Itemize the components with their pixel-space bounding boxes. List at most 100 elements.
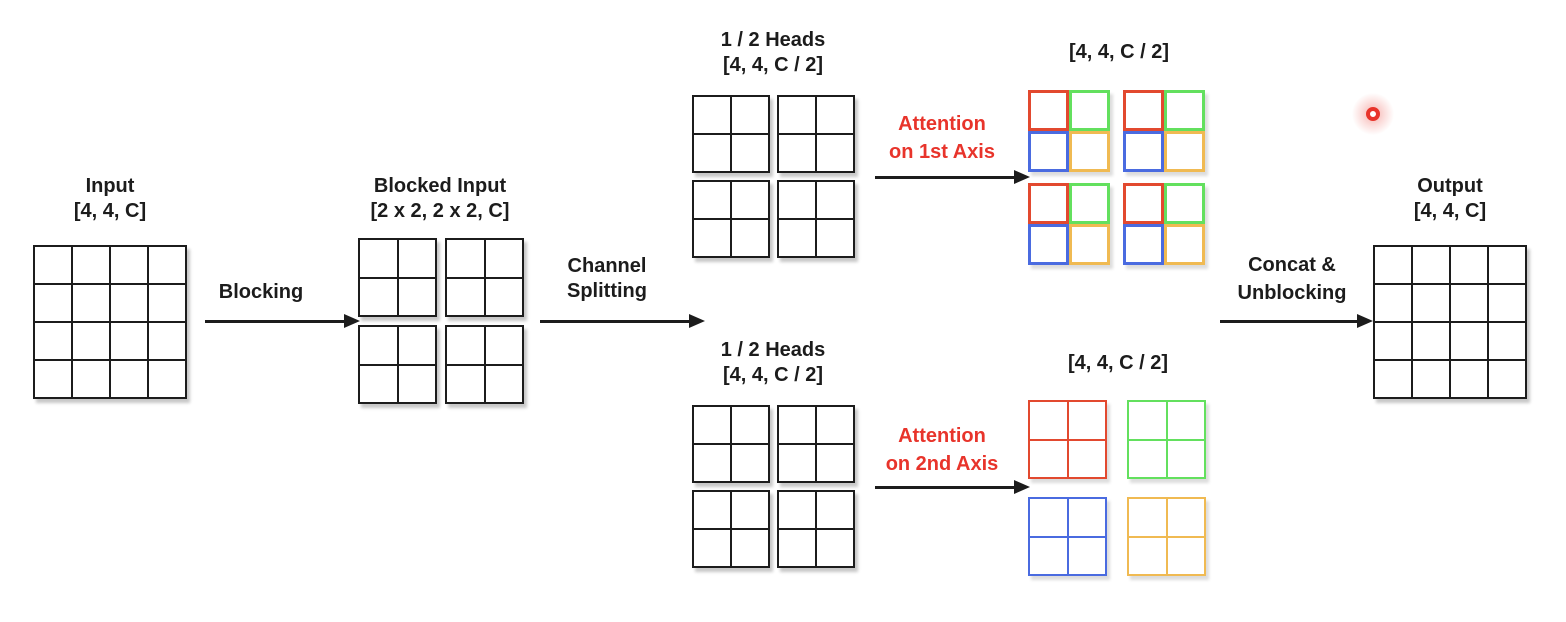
grid-cell <box>1029 439 1068 478</box>
input-grid <box>33 245 187 399</box>
grid-cell <box>1128 536 1167 575</box>
grid-cell <box>816 406 854 444</box>
result-top-grids <box>1028 90 1205 265</box>
heads-bottom-grids <box>692 405 855 568</box>
concat-unblocking-arrow <box>1220 314 1373 328</box>
attention-cell <box>1164 90 1205 131</box>
heads-top-grids <box>692 95 855 258</box>
grid-cell <box>1128 401 1167 440</box>
grid-cell <box>1067 401 1106 440</box>
input-grid-cell <box>110 360 148 398</box>
blocked-input-shape: [2 x 2, 2 x 2, C] <box>370 200 510 222</box>
laser-pointer-dot-icon <box>1366 107 1380 121</box>
grid-cell <box>397 277 436 316</box>
output-grid-cell <box>1488 284 1526 322</box>
result-bottom-shape: [4, 4, C / 2] <box>1037 351 1199 376</box>
result-bottom-block-orange <box>1127 497 1206 576</box>
grid-cell <box>778 529 816 567</box>
attention-cell <box>1123 183 1164 224</box>
attention-cell <box>1123 90 1164 131</box>
attention-cell <box>1164 224 1205 265</box>
grid-cell <box>1166 536 1205 575</box>
grid-cell <box>693 181 731 219</box>
grid-cell <box>693 491 731 529</box>
input-grid-cell <box>34 360 72 398</box>
result-top-block <box>1123 90 1205 172</box>
grid-cell <box>1067 498 1106 537</box>
attention-cell <box>1069 90 1110 131</box>
grid-cell <box>816 181 854 219</box>
input-grid-cell <box>148 360 186 398</box>
grid-cell <box>816 134 854 172</box>
output-grid-cell <box>1488 322 1526 360</box>
concat-unblocking-label: Concat & Unblocking <box>1237 254 1347 304</box>
input-grid-cell <box>72 360 110 398</box>
grid-cell <box>1067 536 1106 575</box>
grid-cell <box>484 364 523 403</box>
heads-top-block <box>692 180 770 258</box>
attention-cell <box>1123 224 1164 265</box>
result-bottom-grids <box>1028 400 1206 576</box>
result-bottom-shape-post: , C / 2] <box>1108 352 1169 374</box>
grid-cell <box>484 239 523 278</box>
attention-2nd-axis-arrow <box>875 480 1030 494</box>
heads-top-block <box>777 95 855 173</box>
grid-cell <box>693 134 731 172</box>
grid-cell <box>359 326 398 365</box>
grid-cell <box>693 219 731 257</box>
output-grid-cell <box>1488 360 1526 398</box>
grid-cell <box>397 326 436 365</box>
heads-top-block <box>692 95 770 173</box>
blocked-input-label: Blocked Input [2 x 2, 2 x 2, C] <box>340 174 540 224</box>
input-grid-cell <box>110 246 148 284</box>
grid-cell <box>816 219 854 257</box>
grid-cell <box>1029 401 1068 440</box>
grid-cell <box>778 219 816 257</box>
blocked-input-block <box>445 325 524 404</box>
attention-2nd-axis-label: Attention on 2nd Axis <box>885 425 999 475</box>
grid-cell <box>731 491 769 529</box>
result-bottom-block-blue <box>1028 497 1107 576</box>
grid-cell <box>359 277 398 316</box>
input-grid-cell <box>110 322 148 360</box>
grid-cell <box>1128 498 1167 537</box>
blocked-input-block <box>445 238 524 317</box>
grid-cell <box>359 364 398 403</box>
grid-cell <box>446 239 485 278</box>
grid-cell <box>778 134 816 172</box>
grid-cell <box>731 181 769 219</box>
result-top-shape: [4, 4, C / 2] <box>1038 40 1200 65</box>
grid-cell <box>731 406 769 444</box>
grid-cell <box>731 96 769 134</box>
heads-bottom-block <box>692 490 770 568</box>
grid-cell <box>1029 536 1068 575</box>
grid-cell <box>1029 498 1068 537</box>
input-grid-cell <box>72 284 110 322</box>
attention-1st-axis-arrow <box>875 170 1030 184</box>
output-grid-cell <box>1374 360 1412 398</box>
input-grid-cell <box>34 322 72 360</box>
blocked-input-block <box>358 325 437 404</box>
output-label: Output [4, 4, C] <box>1370 174 1530 224</box>
output-grid-cell <box>1412 284 1450 322</box>
result-bottom-block-red <box>1028 400 1107 479</box>
input-title: Input <box>85 175 135 197</box>
heads-top-label: 1 / 2 Heads [4, 4, C / 2] <box>693 28 853 78</box>
grid-cell <box>778 96 816 134</box>
attention-cell <box>1028 131 1069 172</box>
grid-cell <box>446 364 485 403</box>
output-grid-cell <box>1374 322 1412 360</box>
grid-cell <box>1128 439 1167 478</box>
heads-bottom-label: 1 / 2 Heads [4, 4, C / 2] <box>693 338 853 388</box>
input-grid-cell <box>72 246 110 284</box>
result-top-block <box>1028 183 1110 265</box>
output-grid-cell <box>1374 246 1412 284</box>
result-top-block <box>1028 90 1110 172</box>
heads-bottom-block <box>777 405 855 483</box>
blocking-arrow-label: Blocking <box>218 281 304 303</box>
grid-cell <box>731 219 769 257</box>
grid-cell <box>397 364 436 403</box>
output-grid-cell <box>1488 246 1526 284</box>
input-grid-cell <box>34 246 72 284</box>
